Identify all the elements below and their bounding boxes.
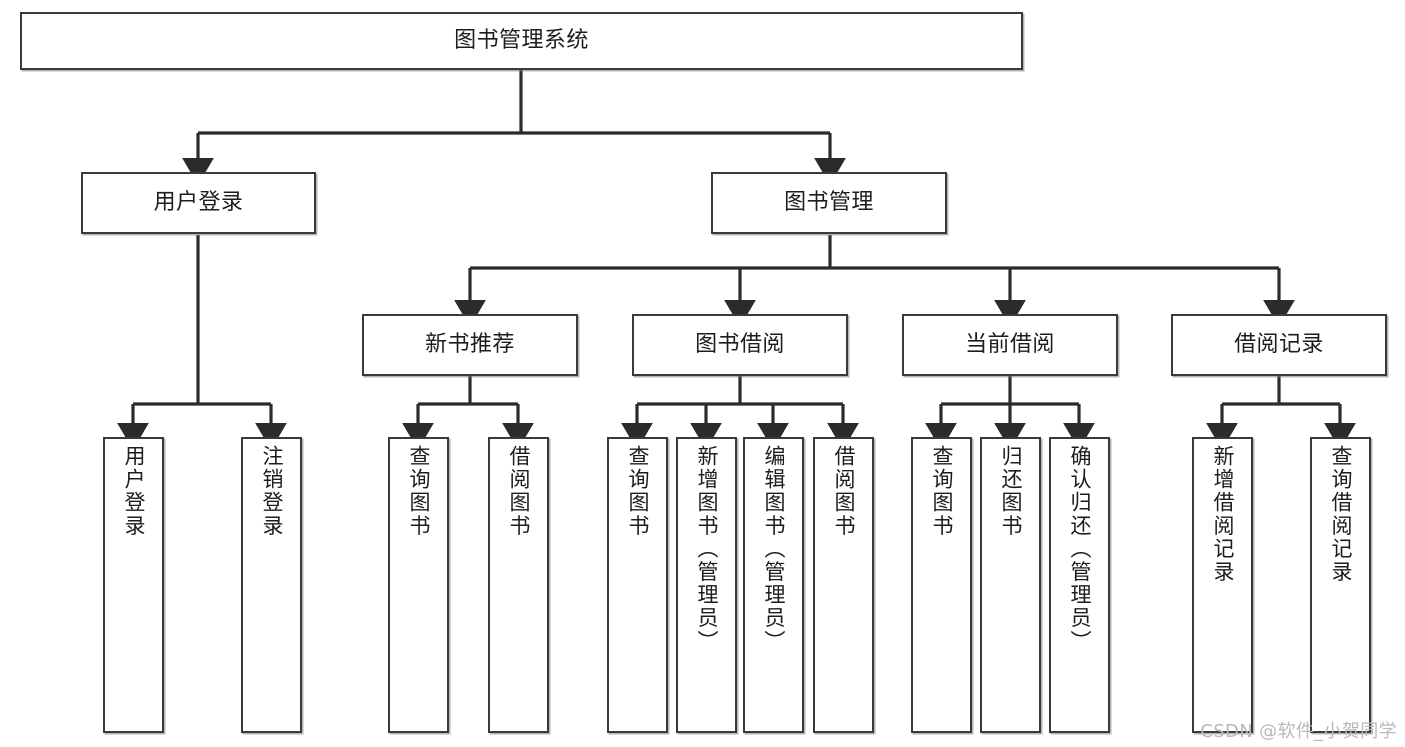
node-label: 图书管理 <box>784 190 874 216</box>
node-root-system[interactable]: 图书管理系统 <box>20 12 1023 70</box>
node-label: 归还图书 <box>999 445 1023 538</box>
node-book-manage[interactable]: 图书管理 <box>711 172 947 234</box>
leaf-borrow-book[interactable]: 借阅图书 <box>813 437 874 733</box>
node-label: 新增借阅记录 <box>1211 445 1235 584</box>
node-label: 当前借阅 <box>965 332 1055 358</box>
node-label: 新增图书（管理员） <box>695 445 719 653</box>
node-label: 编辑图书（管理员） <box>762 445 786 653</box>
node-label: 用户登录 <box>153 190 244 216</box>
node-label: 查询借阅记录 <box>1329 445 1353 584</box>
leaf-query-borrow-record[interactable]: 查询借阅记录 <box>1310 437 1371 733</box>
leaf-logout[interactable]: 注销登录 <box>241 437 302 733</box>
leaf-add-book-admin[interactable]: 新增图书（管理员） <box>676 437 737 733</box>
leaf-query-book-rec[interactable]: 查询图书 <box>388 437 449 733</box>
csdn-watermark: CSDN @软件_小贺同学 <box>1200 721 1397 742</box>
node-label: 查询图书 <box>930 445 954 538</box>
leaf-query-book-current[interactable]: 查询图书 <box>911 437 972 733</box>
leaf-query-book-borrow[interactable]: 查询图书 <box>607 437 668 733</box>
node-label: 注销登录 <box>260 445 284 538</box>
leaf-user-login[interactable]: 用户登录 <box>103 437 164 733</box>
node-label: 新书推荐 <box>425 332 515 358</box>
leaf-borrow-book-rec[interactable]: 借阅图书 <box>488 437 549 733</box>
leaf-add-borrow-record[interactable]: 新增借阅记录 <box>1192 437 1253 733</box>
leaf-confirm-return-admin[interactable]: 确认归还（管理员） <box>1049 437 1110 733</box>
node-label: 查询图书 <box>407 445 431 538</box>
node-label: 借阅图书 <box>507 445 531 538</box>
node-label: 确认归还（管理员） <box>1068 445 1092 653</box>
node-user-login[interactable]: 用户登录 <box>81 172 316 234</box>
node-book-borrow[interactable]: 图书借阅 <box>632 314 848 376</box>
node-label: 借阅图书 <box>832 445 856 538</box>
node-label: 借阅记录 <box>1234 332 1324 358</box>
node-label: 用户登录 <box>122 445 146 538</box>
node-current-borrow[interactable]: 当前借阅 <box>902 314 1118 376</box>
node-label: 查询图书 <box>626 445 650 538</box>
node-new-book-recommend[interactable]: 新书推荐 <box>362 314 578 376</box>
leaf-edit-book-admin[interactable]: 编辑图书（管理员） <box>743 437 804 733</box>
leaf-return-book[interactable]: 归还图书 <box>980 437 1041 733</box>
node-borrow-record[interactable]: 借阅记录 <box>1171 314 1387 376</box>
node-label: 图书借阅 <box>695 332 785 358</box>
node-label: 图书管理系统 <box>454 28 589 54</box>
